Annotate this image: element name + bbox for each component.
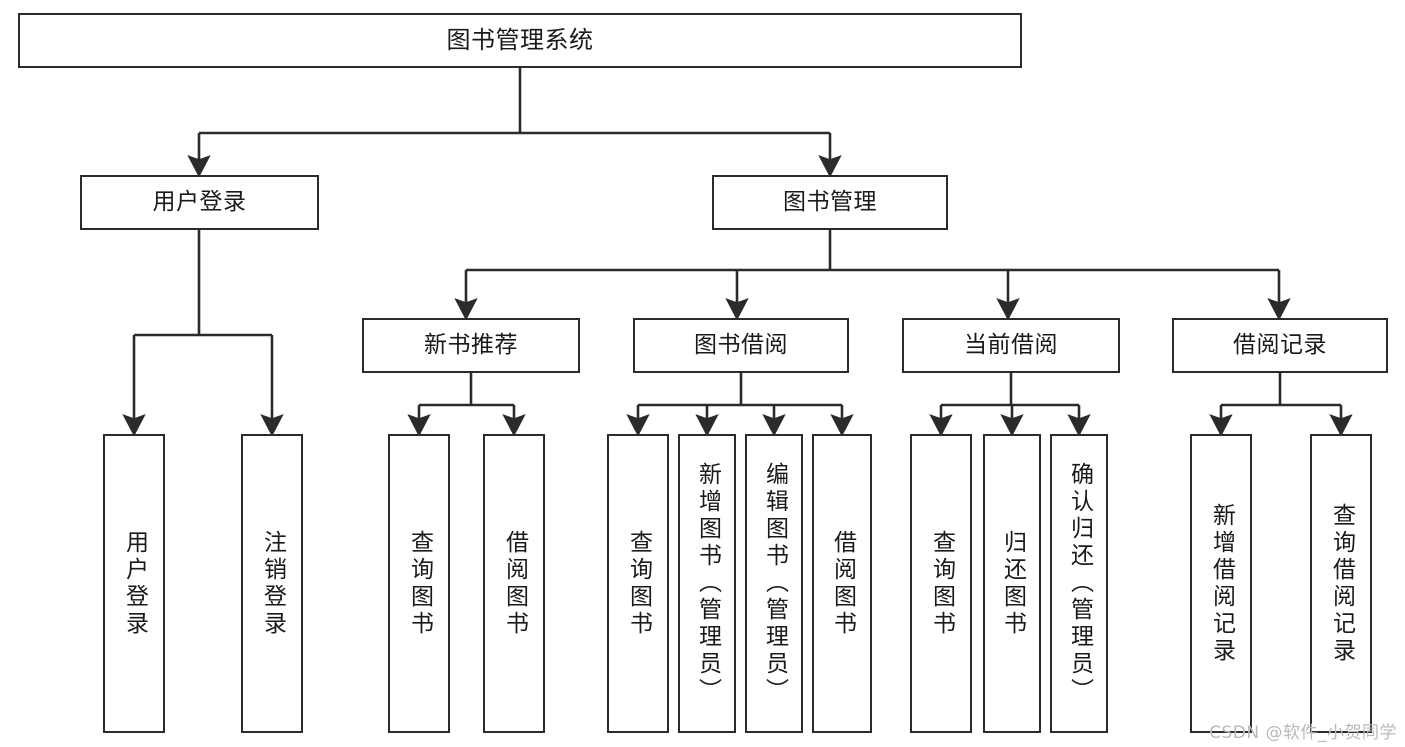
node-new-book-recommend-label: 新书推荐	[424, 331, 518, 358]
node-borrow-record-label: 借阅记录	[1233, 331, 1327, 358]
node-book-management-label: 图书管理	[783, 188, 877, 215]
node-book-borrow[interactable]: 图书借阅	[633, 318, 849, 373]
node-leaf-query-record[interactable]: 查询借阅记录	[1310, 434, 1372, 733]
node-leaf-logout-login-label: 注销登录	[259, 529, 286, 638]
node-new-book-recommend[interactable]: 新书推荐	[362, 318, 580, 373]
node-root[interactable]: 图书管理系统	[18, 13, 1022, 68]
node-current-borrow-label: 当前借阅	[964, 331, 1058, 358]
node-leaf-return-book[interactable]: 归还图书	[983, 434, 1041, 733]
node-leaf-confirm-return[interactable]: 确认归还（管理员）	[1050, 434, 1108, 733]
node-leaf-add-record-label: 新增借阅记录	[1208, 502, 1235, 665]
node-leaf-edit-book-admin-label: 编辑图书（管理员）	[761, 462, 788, 705]
csdn-watermark: CSDN @软件_小贺同学	[1209, 723, 1397, 743]
node-leaf-query-book-1[interactable]: 查询图书	[388, 434, 450, 733]
node-leaf-user-login[interactable]: 用户登录	[103, 434, 165, 733]
node-book-borrow-label: 图书借阅	[694, 331, 788, 358]
node-user-login-label: 用户登录	[152, 188, 247, 215]
node-leaf-query-book-2-label: 查询图书	[625, 529, 652, 638]
node-user-login[interactable]: 用户登录	[80, 175, 319, 230]
node-book-management[interactable]: 图书管理	[712, 175, 948, 230]
node-leaf-logout-login[interactable]: 注销登录	[241, 434, 303, 733]
node-leaf-query-book-3-label: 查询图书	[928, 529, 955, 638]
node-leaf-query-record-label: 查询借阅记录	[1328, 502, 1355, 665]
node-leaf-borrow-book-2-label: 借阅图书	[829, 529, 856, 638]
node-leaf-add-book-admin-label: 新增图书（管理员）	[694, 462, 721, 705]
node-leaf-query-book-1-label: 查询图书	[406, 529, 433, 638]
node-leaf-borrow-book-1-label: 借阅图书	[501, 529, 528, 638]
node-root-label: 图书管理系统	[446, 26, 594, 55]
node-leaf-return-book-label: 归还图书	[999, 529, 1026, 638]
node-current-borrow[interactable]: 当前借阅	[902, 318, 1120, 373]
node-leaf-add-record[interactable]: 新增借阅记录	[1190, 434, 1252, 733]
node-leaf-edit-book-admin[interactable]: 编辑图书（管理员）	[745, 434, 803, 733]
node-leaf-query-book-3[interactable]: 查询图书	[910, 434, 972, 733]
node-leaf-user-login-label: 用户登录	[121, 529, 148, 638]
node-leaf-add-book-admin[interactable]: 新增图书（管理员）	[678, 434, 736, 733]
node-leaf-confirm-return-label: 确认归还（管理员）	[1066, 462, 1093, 705]
node-leaf-borrow-book-1[interactable]: 借阅图书	[483, 434, 545, 733]
node-borrow-record[interactable]: 借阅记录	[1172, 318, 1388, 373]
node-leaf-query-book-2[interactable]: 查询图书	[607, 434, 669, 733]
node-leaf-borrow-book-2[interactable]: 借阅图书	[812, 434, 872, 733]
